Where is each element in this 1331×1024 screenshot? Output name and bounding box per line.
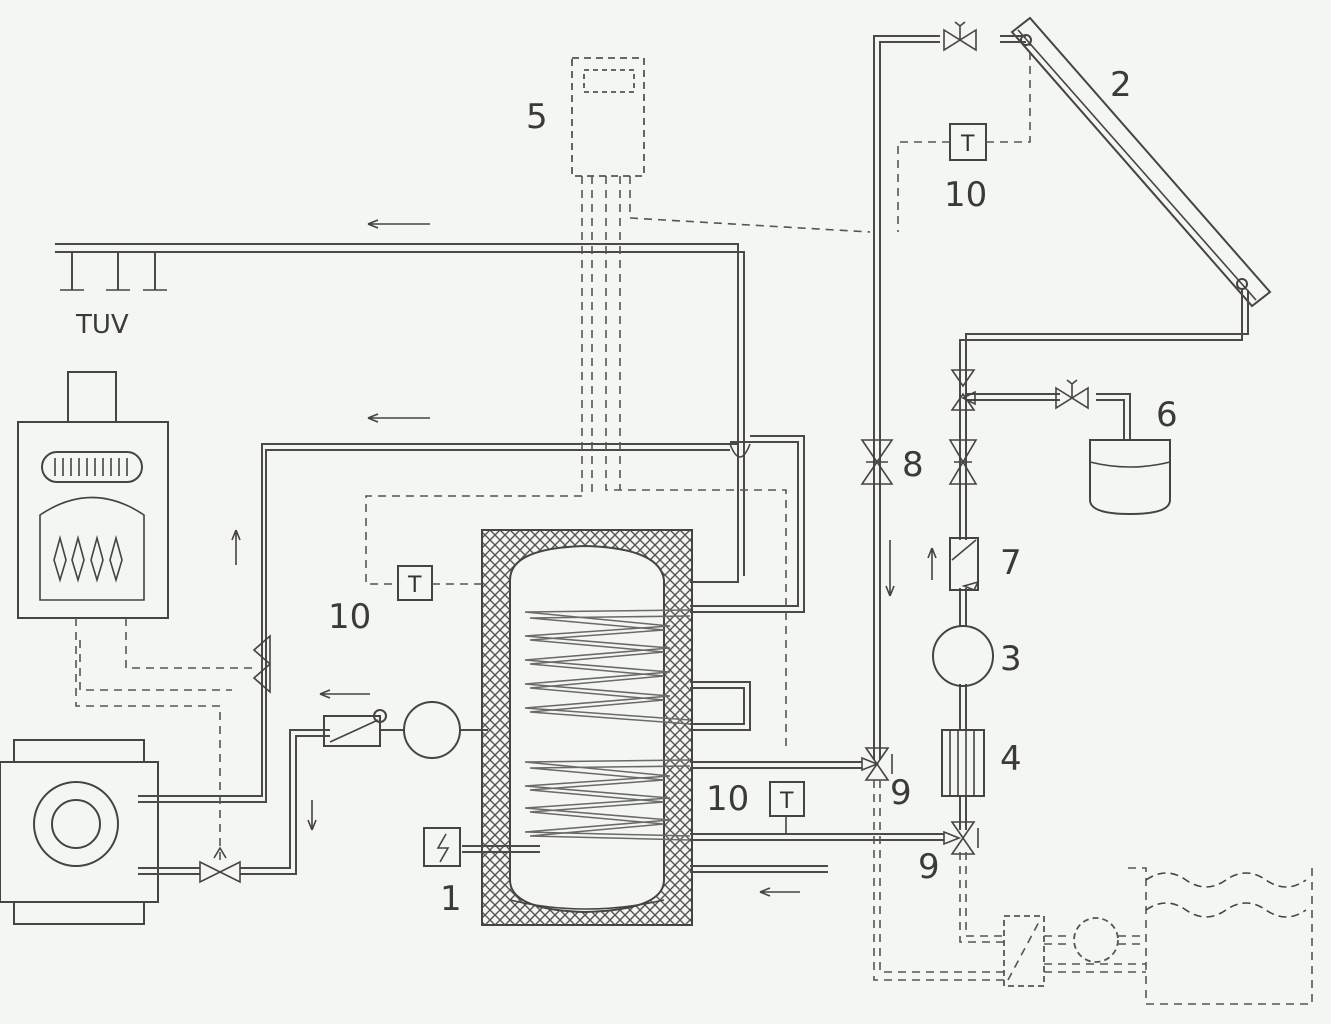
tank-top-sensor-label: 10 (328, 597, 371, 637)
gas-boiler-link-inner (125, 618, 254, 669)
mixing-valve-lower-label: 9 (918, 847, 940, 887)
solar-loop (873, 35, 1249, 830)
swimming-pool (1128, 867, 1313, 1005)
tank-bottom-sensor-label: 10 (706, 779, 749, 819)
tank-recirc-loop (690, 681, 751, 731)
hot-water-supply-line (55, 219, 745, 583)
collector-sensor: T (897, 44, 1031, 232)
expansion-vessel-label: 6 (1156, 395, 1178, 435)
collector-vent-valve (943, 21, 977, 52)
svg-text:T: T (779, 789, 794, 814)
mixing-valve-lower (943, 821, 979, 855)
heat-meter-label: 4 (1000, 739, 1022, 779)
lower-coil-return (690, 833, 944, 841)
pipe-crossover (729, 443, 751, 458)
flowmeter (885, 537, 980, 597)
upper-coil-line (690, 435, 805, 613)
solar-collector (1010, 16, 1272, 308)
ball-valve-solar (948, 439, 978, 485)
mixing-valve-upper-label: 9 (890, 773, 912, 813)
flowmeter-label: 7 (1000, 543, 1022, 583)
shutoff-valve (860, 439, 894, 485)
cold-inlet (690, 865, 828, 873)
solar-controller (365, 57, 871, 752)
svg-text:T: T (407, 573, 422, 598)
heat-meter (941, 729, 985, 797)
cold-flow-arrow (759, 887, 800, 897)
tank-top-sensor: T (397, 565, 486, 601)
gas-boiler-link-outer (75, 618, 221, 860)
mixing-valve-upper (861, 747, 893, 781)
boiler-circuit (138, 443, 738, 875)
consumer-taps (60, 252, 167, 291)
flow-arrow-top (367, 413, 430, 423)
three-way-valve-left (199, 634, 271, 884)
solar-pump-label: 3 (1000, 639, 1022, 679)
pool-circuit (873, 780, 1146, 987)
svg-text:T: T (960, 132, 975, 157)
solar-pump (932, 625, 994, 687)
consumers-label: TUV (75, 310, 129, 340)
solid-fuel-boiler (0, 739, 159, 925)
boiler-pump-group (323, 701, 488, 759)
lower-coil-supply (690, 761, 862, 769)
collector-label: 2 (1110, 65, 1132, 105)
storage-tank (462, 529, 693, 926)
tank-bottom-sensor: T (769, 781, 805, 834)
tee-valve-top (950, 369, 976, 411)
controller-label: 5 (526, 97, 548, 137)
gas-boiler (17, 371, 169, 619)
shutoff-valve-label: 8 (902, 445, 924, 485)
electric-heater (423, 827, 461, 867)
tank-label: 1 (440, 879, 462, 919)
collector-sensor-label: 10 (944, 175, 987, 215)
expansion-vessel (1055, 379, 1171, 516)
gas-boiler-link-return (79, 640, 232, 691)
